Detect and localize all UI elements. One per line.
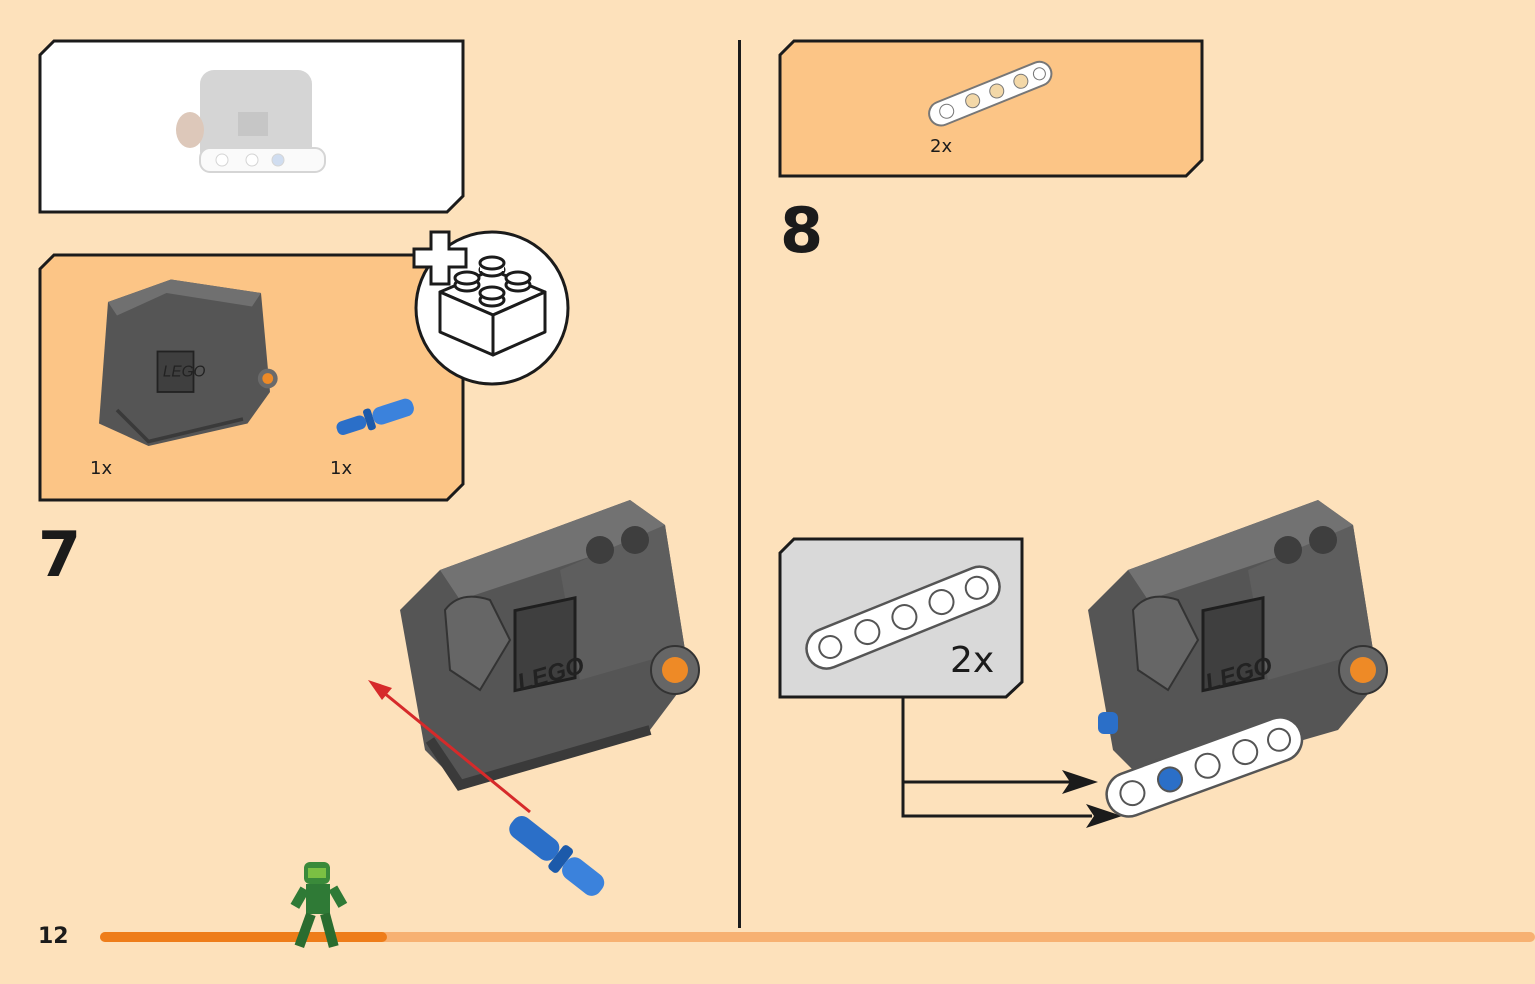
step8-beam-qty: 2x	[930, 136, 953, 157]
blue-pin-large	[509, 816, 605, 896]
hub-part-icon: LEGO	[99, 279, 278, 446]
white-beam-callout-icon	[805, 565, 1001, 670]
step7-hub-qty: 1x	[90, 458, 113, 479]
progress-track	[100, 932, 1535, 942]
step8-callout-qty: 2x	[950, 640, 995, 681]
white-beam-part-icon	[928, 60, 1053, 127]
step8-number: 8	[780, 194, 824, 267]
svg-text:LEGO: LEGO	[163, 363, 206, 380]
step7-number: 7	[38, 518, 82, 591]
step7-pin-qty: 1x	[330, 458, 353, 479]
previous-model-thumbnail	[176, 70, 326, 173]
blue-pin-part-icon	[336, 398, 414, 435]
page-number: 12	[38, 924, 69, 949]
hub-large: LEGO	[400, 500, 700, 791]
white-beam-attached	[1105, 716, 1304, 818]
page-divider	[738, 40, 741, 928]
progress-fill	[100, 932, 387, 942]
